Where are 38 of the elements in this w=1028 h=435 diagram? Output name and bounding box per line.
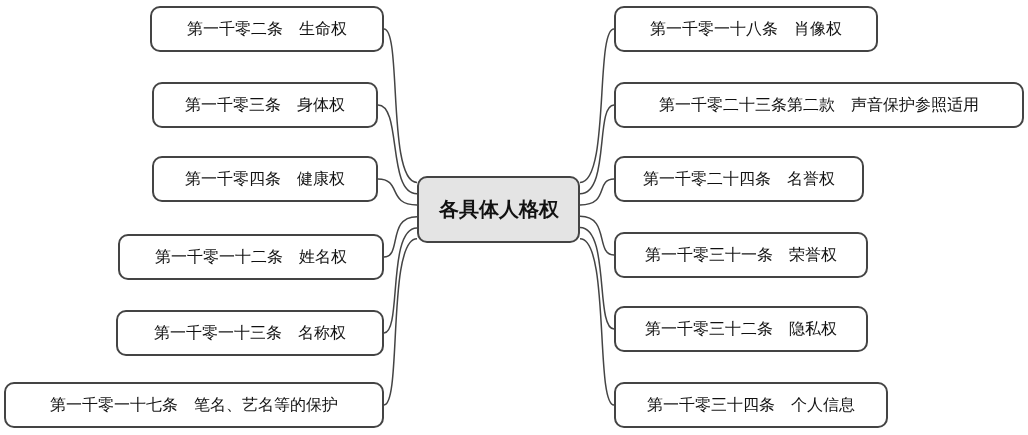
branch-line: [383, 227, 418, 334]
topic-box: [116, 310, 384, 356]
topic-text: 第一千零一十八条 肖像权: [650, 18, 842, 40]
branch-line: [377, 178, 418, 206]
branch-line: [579, 238, 615, 406]
topic-box: [614, 6, 878, 52]
topic-box: [614, 82, 1024, 128]
branch-line: [383, 238, 418, 406]
topic-text: 各具体人格权: [438, 196, 559, 223]
topic-box: [152, 82, 378, 128]
topic-box: [614, 156, 864, 202]
topic-text: 第一千零三十四条 个人信息: [647, 394, 855, 416]
topic-text: 第一千零三十二条 隐私权: [645, 318, 837, 340]
topic-text: 第一千零一十七条 笔名、艺名等的保护: [50, 394, 338, 416]
branch-line: [579, 104, 615, 195]
branch-line: [383, 28, 418, 184]
topic-text: 第一千零一十二条 姓名权: [155, 246, 347, 268]
branch-line: [579, 178, 615, 206]
branch-line: [377, 104, 418, 195]
branch-line: [579, 215, 615, 256]
topic-text: 第一千零三条 身体权: [185, 94, 345, 116]
topic-box: [4, 382, 384, 428]
topic-box: [152, 156, 378, 202]
topic-text: 第一千零三十一条 荣誉权: [645, 244, 837, 266]
topic-box: [614, 232, 868, 278]
central-topic-box: [417, 176, 580, 243]
topic-text: 第一千零二十三条第二款 声音保护参照适用: [659, 94, 979, 116]
topic-box: [614, 306, 868, 352]
topic-text: 第一千零一十三条 名称权: [154, 322, 346, 344]
branch-line: [383, 215, 418, 258]
topic-text: 第一千零四条 健康权: [185, 168, 345, 190]
topic-box: [118, 234, 384, 280]
branch-line: [579, 28, 615, 184]
branch-line: [579, 226, 615, 330]
topic-text: 第一千零二条 生命权: [187, 18, 347, 40]
topic-box: [614, 382, 888, 428]
topic-text: 第一千零二十四条 名誉权: [643, 168, 835, 190]
topic-box: [150, 6, 384, 52]
